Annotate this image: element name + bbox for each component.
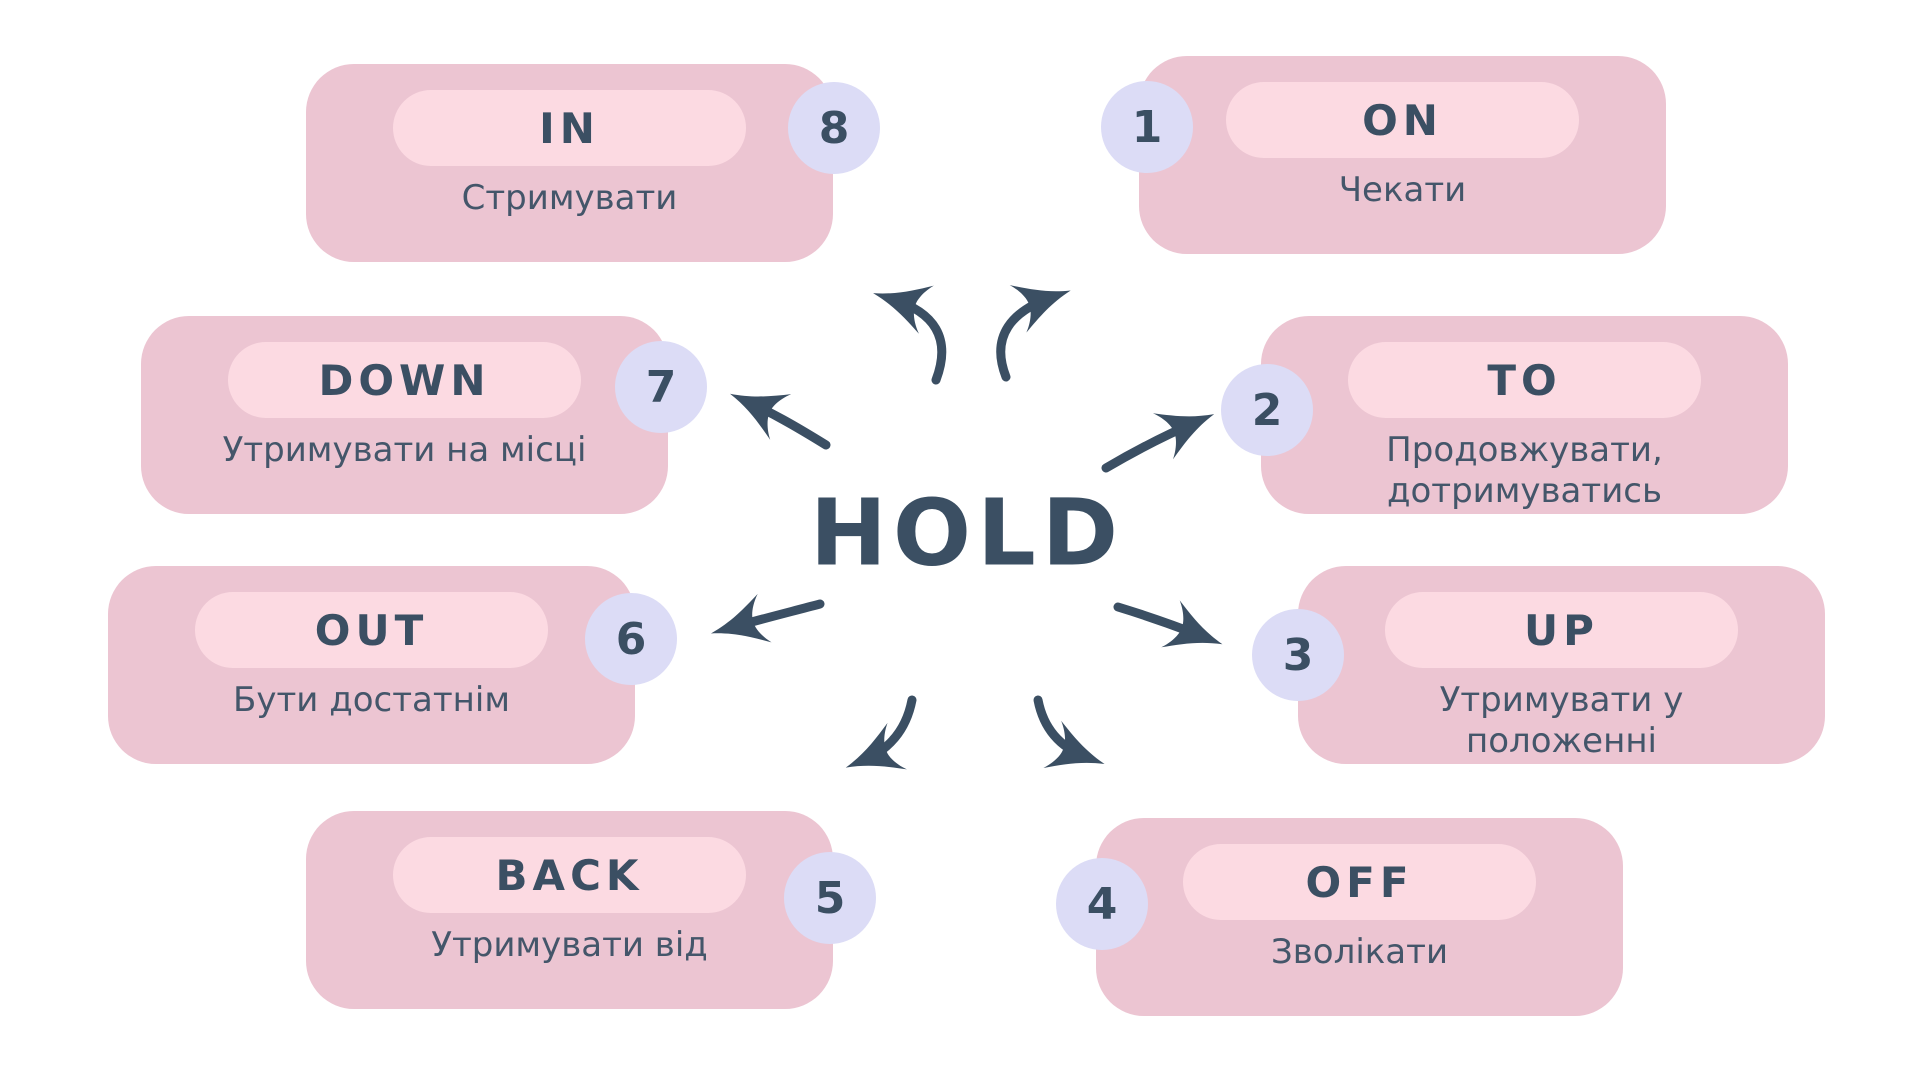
number-badge: 2 bbox=[1221, 364, 1313, 456]
particle-label: OFF bbox=[1305, 857, 1414, 907]
particle-label: DOWN bbox=[318, 355, 491, 405]
arrow-down-left-icon bbox=[845, 695, 917, 770]
meaning-text: Чекати bbox=[1338, 170, 1467, 210]
particle-pill: OUT bbox=[195, 592, 548, 668]
card-hold-off: 4 OFF Зволікати bbox=[1056, 818, 1623, 1016]
arrow-down-right-icon bbox=[1033, 695, 1105, 768]
meaning-text: Бути достатнім bbox=[233, 680, 510, 720]
number-badge: 7 bbox=[615, 341, 707, 433]
particle-pill: DOWN bbox=[228, 342, 581, 418]
number-badge: 6 bbox=[585, 593, 677, 685]
number-badge: 5 bbox=[784, 852, 876, 944]
meaning-text: Продовжувати, дотримуватись bbox=[1386, 430, 1663, 512]
arrow-up-left-icon bbox=[873, 285, 947, 385]
meaning-text: Утримувати від bbox=[431, 925, 708, 965]
particle-label: TO bbox=[1487, 355, 1562, 405]
particle-label: OUT bbox=[314, 605, 429, 655]
card-hold-back: 5 BACK Утримувати від bbox=[306, 811, 876, 1009]
card-hold-down: 7 DOWN Утримувати на місці bbox=[141, 316, 707, 514]
card-hold-to: 2 TO Продовжувати, дотримуватись bbox=[1221, 316, 1788, 514]
number-badge: 3 bbox=[1252, 609, 1344, 701]
card-hold-up: 3 UP Утримувати у положенні bbox=[1252, 566, 1825, 764]
meaning-text: Утримувати у положенні bbox=[1439, 680, 1684, 762]
arrow-left-up-icon bbox=[730, 393, 831, 450]
arrow-up-right-icon bbox=[996, 285, 1071, 382]
particle-label: ON bbox=[1362, 95, 1443, 145]
particle-pill: TO bbox=[1348, 342, 1701, 418]
meaning-text: Стримувати bbox=[461, 178, 678, 218]
particle-pill: BACK bbox=[393, 837, 746, 913]
number-badge: 8 bbox=[788, 82, 880, 174]
particle-pill: OFF bbox=[1183, 844, 1536, 920]
meaning-text: Зволікати bbox=[1270, 932, 1449, 972]
particle-label: IN bbox=[539, 103, 600, 153]
particle-pill: IN bbox=[393, 90, 746, 166]
particle-label: BACK bbox=[495, 850, 644, 900]
number-badge: 1 bbox=[1101, 81, 1193, 173]
particle-label: UP bbox=[1524, 605, 1599, 655]
card-hold-on: 1 ON Чекати bbox=[1101, 56, 1666, 254]
arrow-left-down-icon bbox=[710, 593, 825, 643]
center-word-hold: HOLD bbox=[809, 479, 1125, 587]
card-hold-in: 8 IN Стримувати bbox=[306, 64, 880, 262]
arrow-right-up-icon bbox=[1101, 413, 1215, 473]
particle-pill: UP bbox=[1385, 592, 1738, 668]
particle-pill: ON bbox=[1226, 82, 1579, 158]
number-badge: 4 bbox=[1056, 858, 1148, 950]
meaning-text: Утримувати на місці bbox=[222, 430, 587, 470]
card-hold-out: 6 OUT Бути достатнім bbox=[108, 566, 677, 764]
arrow-right-down-icon bbox=[1113, 600, 1223, 648]
